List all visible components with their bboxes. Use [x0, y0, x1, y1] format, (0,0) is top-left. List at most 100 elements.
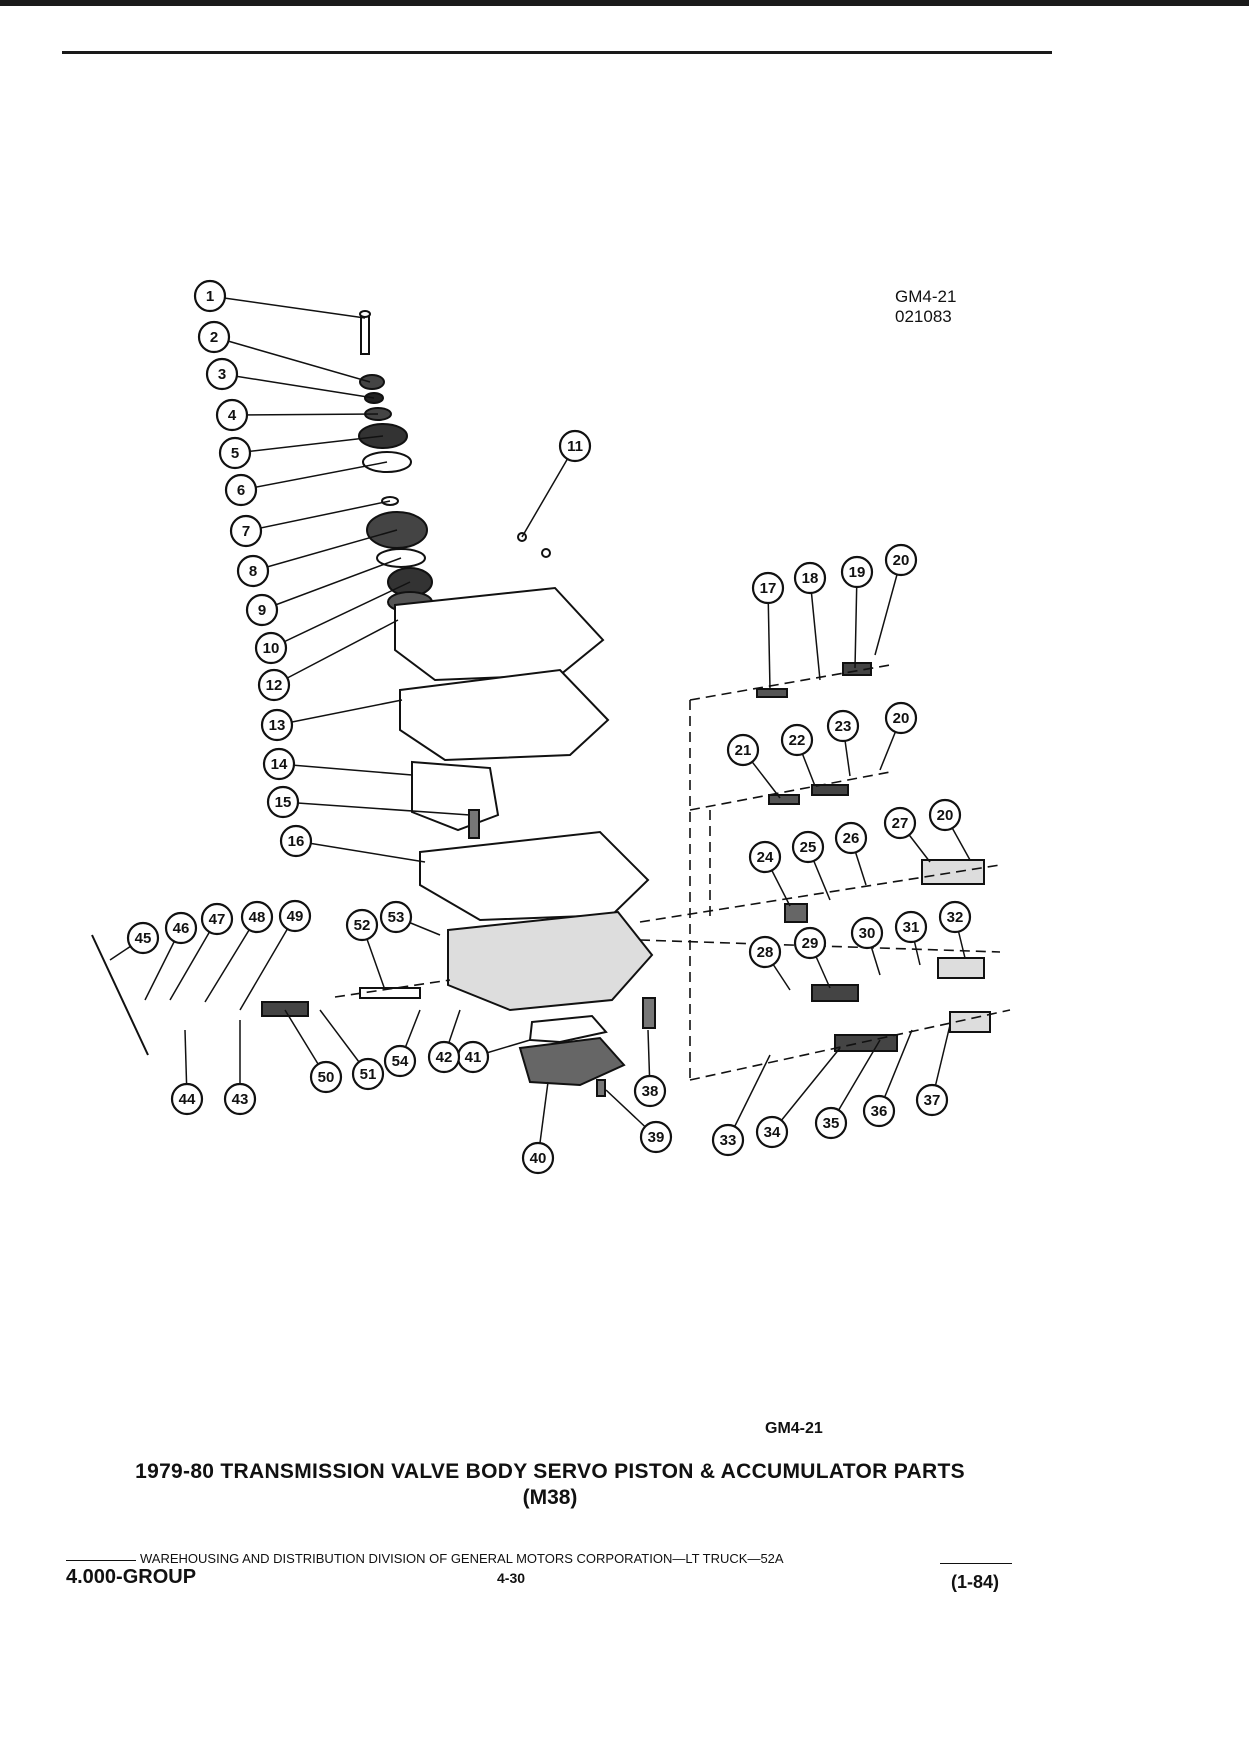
footer-division: WAREHOUSING AND DISTRIBUTION DIVISION OF… [140, 1551, 784, 1566]
callout-circle-23 [826, 709, 860, 743]
callout-9: 9 [245, 593, 279, 627]
valve-32 [937, 957, 985, 979]
callout-number-53: 53 [388, 909, 405, 926]
callout-circle-11 [558, 429, 592, 463]
callout-number-13: 13 [269, 717, 286, 734]
callout-number-19: 19 [849, 564, 866, 581]
callout-19: 19 [840, 555, 874, 589]
callout-number-4: 4 [228, 407, 237, 424]
callout-number-1: 1 [206, 288, 214, 305]
callout-47: 47 [200, 902, 234, 936]
callout-circle-37 [915, 1083, 949, 1117]
callout-circle-31 [894, 910, 928, 944]
callout-circle-12 [257, 668, 291, 702]
callout-27: 27 [883, 806, 917, 840]
callout-48: 48 [240, 900, 274, 934]
callout-number-51: 51 [360, 1066, 377, 1083]
callout-52: 52 [345, 908, 379, 942]
callout-circle-40 [521, 1141, 555, 1175]
callout-number-15: 15 [275, 794, 292, 811]
valve-body-53 [447, 910, 654, 1012]
footer-dash-right [940, 1563, 1012, 1564]
servo-stack [358, 310, 433, 613]
spring-50 [261, 1001, 309, 1017]
callout-circle-42 [427, 1040, 461, 1074]
callout-number-8: 8 [249, 563, 257, 580]
header-rule [62, 51, 1052, 54]
callout-24: 24 [748, 840, 782, 874]
callout-circle-1 [193, 279, 227, 313]
callout-circle-32 [938, 900, 972, 934]
callout-54: 54 [383, 1044, 417, 1078]
callout-circle-25 [791, 830, 825, 864]
callout-circle-45 [126, 921, 160, 955]
leader-15 [282, 801, 471, 816]
leader-6 [240, 461, 388, 491]
callout-39: 39 [639, 1120, 673, 1154]
callout-number-38: 38 [642, 1083, 659, 1100]
callout-circle-4 [215, 398, 249, 432]
gasket-41 [528, 1014, 608, 1044]
callout-number-22: 22 [789, 732, 806, 749]
callout-circle-13 [260, 708, 294, 742]
callout-circle-35 [814, 1106, 848, 1140]
callout-number-37: 37 [924, 1092, 941, 1109]
callout-circle-54 [383, 1044, 417, 1078]
callout-32: 32 [938, 900, 972, 934]
callout-circle-48 [240, 900, 274, 934]
callout-44: 44 [170, 1082, 204, 1116]
callout-circle-27 [883, 806, 917, 840]
caption-title: 1979-80 TRANSMISSION VALVE BODY SERVO PI… [135, 1460, 965, 1483]
callout-circle-53 [379, 900, 413, 934]
rod-45 [91, 934, 149, 1056]
leader-4 [231, 413, 379, 416]
callout-circle-36 [862, 1094, 896, 1128]
figure-number: 021083 [895, 307, 952, 326]
callout-circle-29 [793, 926, 827, 960]
callout-20: 20 [928, 798, 962, 832]
callout-number-20: 20 [893, 710, 910, 727]
callout-number-45: 45 [135, 930, 152, 947]
callout-number-43: 43 [232, 1091, 249, 1108]
callout-circle-47 [200, 902, 234, 936]
callout-circle-8 [236, 554, 270, 588]
callout-4: 4 [215, 398, 249, 432]
leader-48 [204, 916, 258, 1003]
leader-34 [771, 1047, 841, 1133]
callout-number-48: 48 [249, 909, 266, 926]
callout-number-54: 54 [392, 1053, 409, 1070]
caption-subtitle: (M38) [522, 1486, 578, 1509]
valve-29 [811, 984, 859, 1002]
callout-14: 14 [262, 747, 296, 781]
callout-circle-46 [164, 911, 198, 945]
callout-33: 33 [711, 1123, 745, 1157]
callout-number-20: 20 [937, 807, 954, 824]
callout-49: 49 [278, 899, 312, 933]
callout-40: 40 [521, 1141, 555, 1175]
callout-26: 26 [834, 821, 868, 855]
callout-number-44: 44 [179, 1091, 196, 1108]
callout-10: 10 [254, 631, 288, 665]
leader-5 [234, 435, 384, 454]
valve-27 [921, 859, 985, 885]
callout-31: 31 [894, 910, 928, 944]
callout-30: 30 [850, 916, 884, 950]
callout-number-26: 26 [843, 830, 860, 847]
leader-16 [295, 840, 426, 863]
callout-51: 51 [351, 1057, 385, 1091]
callout-circle-10 [254, 631, 288, 665]
callout-circle-43 [223, 1082, 257, 1116]
gasket-16 [419, 830, 650, 922]
callout-number-33: 33 [720, 1132, 737, 1149]
callout-circle-52 [345, 908, 379, 942]
leader-49 [239, 915, 296, 1011]
callout-number-14: 14 [271, 756, 288, 773]
callout-22: 22 [780, 723, 814, 757]
callout-circle-17 [751, 571, 785, 605]
callout-circle-28 [748, 935, 782, 969]
leader-10 [270, 581, 411, 649]
callout-circle-49 [278, 899, 312, 933]
valve-34 [834, 1034, 898, 1052]
